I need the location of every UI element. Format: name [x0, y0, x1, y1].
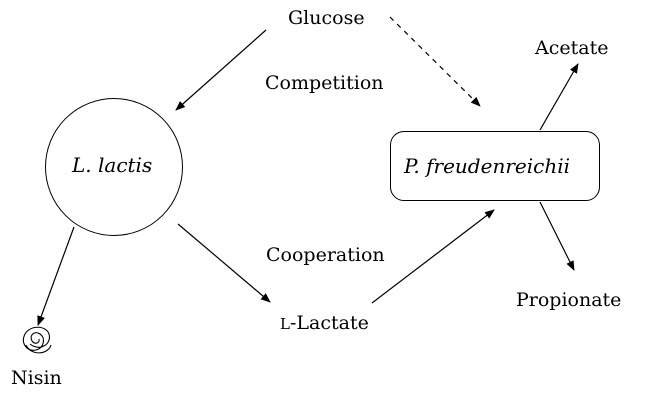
arrow-freudenreichii-to-propionate: [539, 201, 575, 271]
lactate-label: L-Lactate: [280, 314, 369, 333]
competition-label: Competition: [265, 72, 384, 94]
arrow-lactis-to-lactate: [177, 223, 271, 303]
lactate-text: -Lactate: [289, 312, 369, 334]
freudenreichii-box: [390, 131, 600, 201]
lactis-circle: [45, 98, 183, 236]
arrow-freudenreichii-to-acetate: [539, 63, 579, 131]
glucose-label: Glucose: [288, 7, 365, 29]
cooperation-label: Cooperation: [266, 244, 385, 266]
propionate-label: Propionate: [516, 289, 622, 311]
nisin-label: Nisin: [11, 367, 62, 389]
freudenreichii-label: P. freudenreichii: [404, 154, 570, 178]
arrow-glucose-to-lactis: [175, 29, 267, 111]
arrow-glucose-to-freudenreichii: [389, 16, 481, 107]
acetate-label: Acetate: [535, 37, 609, 59]
lactate-prefix: L: [280, 315, 290, 333]
arrow-lactate-to-freudenreichii: [371, 209, 495, 304]
spiral-icon: [22, 326, 52, 354]
arrow-lactis-to-nisin: [37, 226, 75, 326]
lactis-label: L. lactis: [72, 153, 153, 177]
